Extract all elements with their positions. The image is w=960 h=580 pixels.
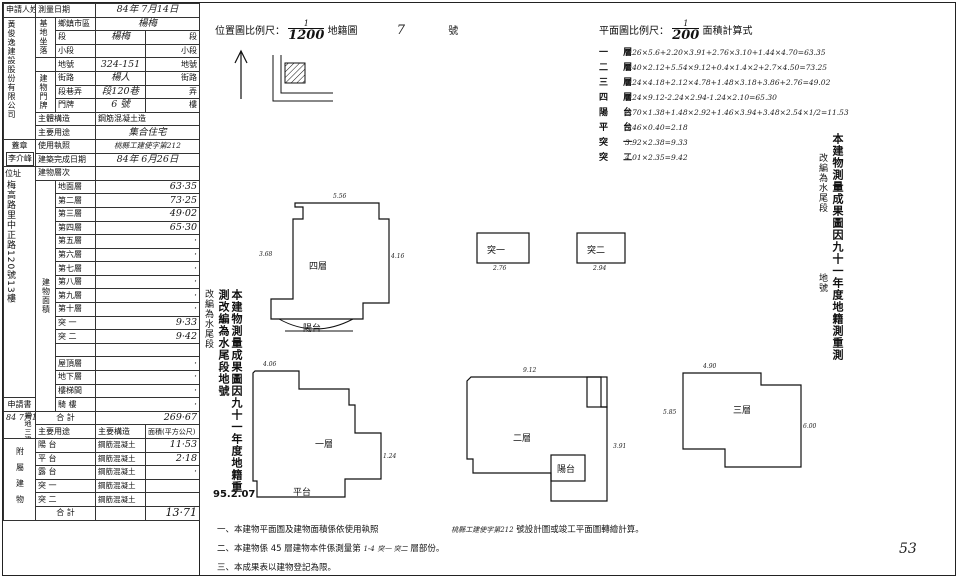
dimension-label: 3.91 [613, 443, 627, 450]
location-scale-label: 位置圖比例尺： [215, 26, 285, 37]
base-label: 基地坐落 [39, 19, 48, 56]
application-vertical: 楊地三建字第 [24, 411, 32, 439]
permit-stamp: 桃縣工建使字第212 [451, 526, 514, 534]
floor-extra: 突一 突二 [377, 545, 408, 553]
floor4-outline [270, 202, 390, 320]
floor1-outline [252, 370, 382, 498]
dimension-label: 5.85 [663, 409, 677, 416]
calc-formula: 3.92×2.38=9.33 [625, 138, 688, 147]
dimension-label: 3.68 [259, 251, 273, 258]
calc-key: 四 層 [599, 93, 639, 103]
calc-formula: 4.01×2.35=9.42 [625, 153, 688, 162]
dimension-label: 4.90 [703, 363, 717, 370]
map-number: 7 [396, 23, 406, 38]
date-stamp: 95.2.07 [213, 489, 256, 500]
plan-scale-den: 200 [672, 28, 700, 43]
map-suffix: 號 [448, 26, 459, 37]
calc-key: 一 層 [599, 48, 639, 58]
penthouse1-outline [476, 232, 530, 264]
dimension-label: 5.56 [333, 193, 347, 200]
location-scale-num: 1 [288, 19, 325, 29]
floor-plans-drawing [234, 49, 802, 502]
penthouse1-label: 突一 [487, 246, 506, 256]
penthouse2-outline [576, 232, 626, 264]
location-scale-den: 1200 [288, 28, 325, 43]
calc-formula: 8.24×4.18+2.12×4.78+1.48×3.18+3.86+2.76=… [625, 78, 831, 87]
dimension-label: 2.94 [593, 265, 607, 272]
floor-plan-header: 平面圖比例尺： 1 200 面積計算式 [599, 19, 753, 43]
floor4-balcony-label: 陽台 [303, 324, 322, 334]
calc-formula: 8.24×9.12-2.24×2.94-1.24×2.10=65.30 [625, 93, 777, 102]
dimension-label: 6.00 [803, 423, 817, 430]
location-scale: 1 1200 [288, 19, 325, 43]
area-vertical: 建物面積 [41, 277, 51, 314]
calc-key: 突 二 [599, 153, 639, 163]
floor2-outline [466, 376, 608, 502]
calc-key: 平 台 [599, 123, 639, 133]
lot-suffix: 地號 [145, 57, 200, 72]
floor2-balcony-label: 陽台 [557, 465, 576, 475]
note-1: 一、本建物平面圖及建物面積係依使用執照 [217, 525, 379, 535]
location-map-header: 位置圖比例尺： 1 1200 地籍圖 7 號 [215, 19, 458, 43]
floor-area: 63·35 [95, 179, 200, 195]
calc-key: 二 層 [599, 63, 639, 73]
right-sub-stamp: 改編為水尾段 [817, 153, 827, 213]
dimension-label: 4.06 [263, 361, 277, 368]
floor2-room-outline [586, 376, 608, 408]
north-arrow-head-icon [234, 49, 248, 64]
floor3-outline [682, 372, 802, 468]
notes: 一、本建物平面圖及建物面積係依使用執照 桃縣工建使字第212 號設計圖或竣工平面… [217, 521, 644, 578]
floor4-label: 四層 [309, 262, 328, 272]
location-address: 梅高路里中正路120號13樓 [5, 180, 15, 304]
owner-seal: 李介峰 [6, 152, 34, 166]
dimension-label: 4.16 [391, 253, 405, 260]
number-suffix: 樓 [145, 98, 200, 113]
calc-label: 面積計算式 [702, 26, 753, 37]
floor1-label: 一層 [315, 440, 334, 450]
center-vertical-stamp: 本建物測量成果圖因九十一年度地籍重測改編為水尾段地號 [217, 289, 243, 493]
penthouse2-label: 突二 [587, 246, 606, 256]
right-sub-stamp2: 地號 [817, 273, 827, 293]
attached-total: 13·71 [145, 505, 200, 521]
plan-scale: 1 200 [672, 19, 700, 43]
permit-line: 號設計圖或竣工平面圖轉繪計算。 [516, 525, 644, 535]
seal-label: 蓋章 [11, 141, 28, 151]
map-label: 地籍圖 [327, 26, 358, 37]
owner-name: 黃俊逸建設股份有限公司 [7, 19, 16, 119]
floor4-balcony-outline [278, 318, 354, 330]
center-sub-stamp: 改編為水尾段 [203, 289, 213, 349]
plan-scale-num: 1 [672, 19, 700, 29]
area-calculations: 一 層7.26×5.6+2.20×3.91+2.76×3.10+1.44×4.7… [599, 45, 849, 165]
right-vertical-stamp: 本建物測量成果圖因九十一年度地籍測重測 [831, 133, 844, 361]
application-label: 申請書 [7, 399, 32, 409]
calc-formula: 4.40×2.12+5.54×9.12+0.4×1.4×2+2.7×4.50=7… [625, 63, 828, 72]
attached-total-label: 合 計 [35, 505, 96, 521]
plan-scale-label: 平面圖比例尺： [599, 26, 669, 37]
calc-key: 三 層 [599, 78, 639, 88]
page-mark: 53 [899, 541, 917, 557]
calc-formula: 2.70×1.38+1.48×2.92+1.46×3.94+3.48×2.54×… [625, 108, 849, 117]
register-table: 申請人姓名 測量日期 84年 7月14日 黃俊逸建設股份有限公司 基地坐落 鄉鎮… [3, 3, 200, 575]
note-3: 三、本成果表以建物登記為限。 [217, 563, 337, 573]
location-label: 位址 [5, 169, 21, 179]
floor2-label: 二層 [513, 434, 532, 444]
floor3-label: 三層 [733, 406, 752, 416]
calc-key: 陽 台 [599, 108, 639, 118]
calc-key: 突 一 [599, 138, 639, 148]
calc-formula: 7.26×5.6+2.20×3.91+2.76×3.10+1.44×4.70=6… [625, 48, 826, 57]
floor-part: 層部份。 [410, 544, 445, 554]
floor-range: 1-4 [363, 545, 375, 553]
floor2-balcony-outline [550, 454, 586, 482]
calc-formula: 5.46×0.40=2.18 [625, 123, 688, 132]
building-addr-label: 建物門牌 [39, 73, 48, 110]
note-2: 二、本建物係 45 層建物本件係測量第 [217, 544, 361, 554]
dimension-label: 1.24 [383, 453, 397, 460]
application-number: 84 7月10日 [6, 412, 35, 422]
floor1-terrace-label: 平台 [293, 488, 312, 498]
dimension-label: 2.76 [493, 265, 507, 272]
attached-label: 附屬建物 [15, 447, 25, 512]
dimension-label: 9.12 [523, 367, 537, 374]
location-sketch [272, 55, 333, 102]
